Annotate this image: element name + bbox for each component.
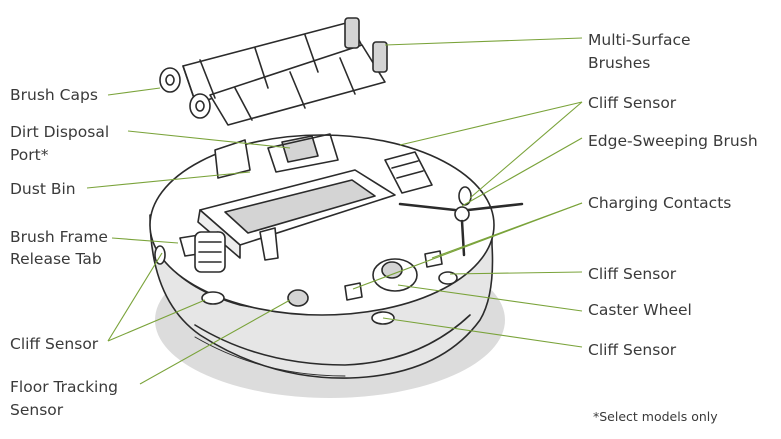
label-multi-surface-brushes-1: Multi-Surface [588, 31, 691, 49]
leader-lines [86, 37, 583, 385]
label-brush-frame-2: Release Tab [10, 250, 102, 268]
dust-bin [197, 139, 396, 259]
label-multi-surface-brushes-2: Brushes [588, 54, 650, 72]
multi-surface-brushes [182, 17, 388, 126]
label-cliff-sensor-left: Cliff Sensor [10, 335, 99, 353]
label-cliff-sensor-top: Cliff Sensor [588, 94, 677, 112]
dirt-disposal-port [267, 133, 339, 173]
label-floor-tracking-1: Floor Tracking [10, 378, 118, 396]
label-edge-sweeping-brush: Edge-Sweeping Brush [588, 132, 758, 150]
label-brush-caps: Brush Caps [10, 86, 98, 104]
label-dirt-disposal-2: Port* [10, 146, 49, 164]
label-dirt-disposal-1: Dirt Disposal [10, 123, 109, 141]
edge-sweeping-brush [398, 202, 524, 257]
label-dust-bin: Dust Bin [10, 180, 76, 198]
label-charging-contacts: Charging Contacts [588, 194, 731, 212]
label-brush-frame-1: Brush Frame [10, 228, 108, 246]
caster-wheel [372, 258, 418, 292]
label-caster-wheel: Caster Wheel [588, 301, 692, 319]
drive-wheel-left [194, 231, 226, 273]
label-cliff-sensor-mid: Cliff Sensor [588, 265, 677, 283]
label-cliff-sensor-bottom: Cliff Sensor [588, 341, 677, 359]
drive-wheel-right [384, 151, 433, 194]
footnote: *Select models only [593, 409, 718, 424]
brush-caps [159, 67, 211, 119]
label-floor-tracking-2: Sensor [10, 401, 64, 419]
